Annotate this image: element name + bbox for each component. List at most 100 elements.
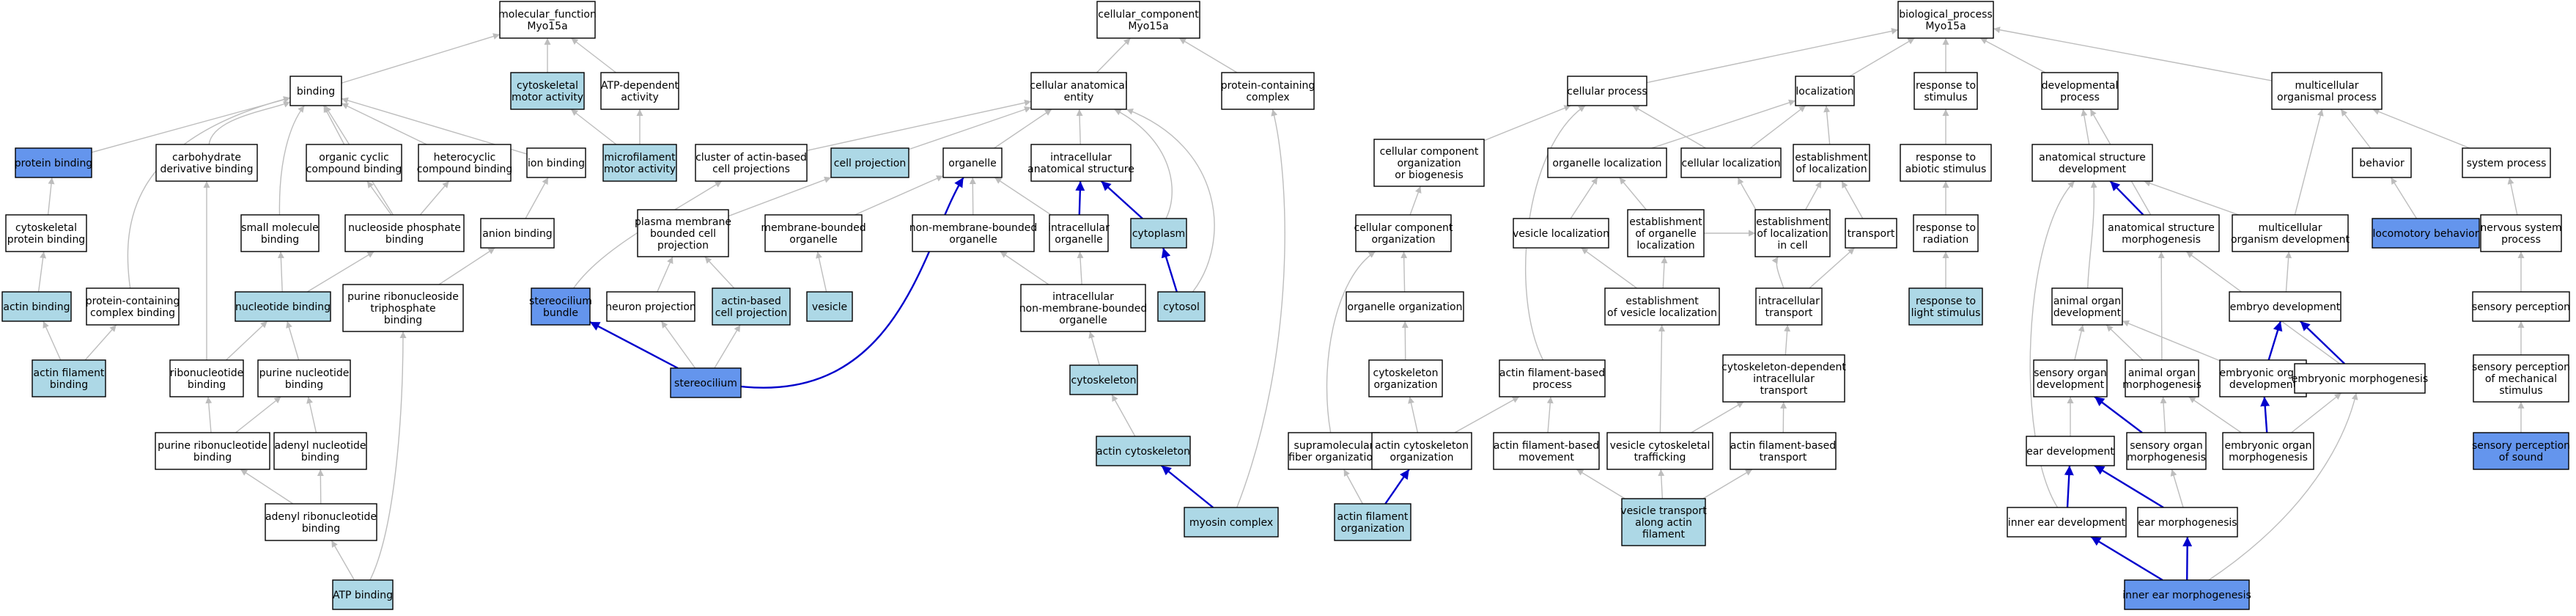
node-actin-cytoskeleton[interactable]: actin cytoskeleton xyxy=(1096,436,1191,466)
node-neuron-proj[interactable]: neuron projection xyxy=(605,291,696,322)
node-ear-dev[interactable]: ear development xyxy=(2026,436,2115,466)
node-localization[interactable]: localization xyxy=(1795,76,1855,106)
node-myosin-complex[interactable]: myosin complex xyxy=(1184,507,1279,538)
node-actin-binding[interactable]: actin binding xyxy=(1,291,72,322)
node-inner-ear-morph[interactable]: inner ear morphogenesis xyxy=(2122,579,2251,610)
node-embryo-dev[interactable]: embryo development xyxy=(2229,291,2341,322)
node-cytoskeleton[interactable]: cytoskeleton xyxy=(1069,364,1138,395)
node-organelle[interactable]: organelle xyxy=(942,147,1003,178)
node-ear-morph[interactable]: ear morphogenesis xyxy=(2137,507,2238,538)
node-vesicle-loc[interactable]: vesicle localization xyxy=(1513,218,1609,249)
node-intracell-nmb[interactable]: intracellularnon-membrane-boundedorganel… xyxy=(1019,284,1148,332)
node-cellular-loc[interactable]: cellular localization xyxy=(1680,147,1782,178)
node-cytoplasm[interactable]: cytoplasm xyxy=(1130,218,1187,249)
node-sensory-perception[interactable]: sensory perception xyxy=(2472,291,2570,322)
node-protein-binding[interactable]: protein binding xyxy=(15,147,92,178)
node-cytosol[interactable]: cytosol xyxy=(1157,291,1206,322)
node-locomotory[interactable]: locomotory behavior xyxy=(2372,218,2480,249)
node-organelle-loc[interactable]: organelle localization xyxy=(1547,147,1667,178)
node-vesicle[interactable]: vesicle xyxy=(806,291,853,322)
node-inner-ear-dev[interactable]: inner ear development xyxy=(2007,507,2127,538)
node-system-proc[interactable]: system process xyxy=(2462,147,2551,178)
node-organelle-org[interactable]: organelle organization xyxy=(1346,291,1464,322)
node-embryonic-morph[interactable]: embryonic morphogenesis xyxy=(2292,363,2428,394)
node-cell-proj[interactable]: cell projection xyxy=(830,147,909,178)
node-behavior[interactable]: behavior xyxy=(2352,147,2412,178)
node-nucleotide[interactable]: nucleotide binding xyxy=(235,291,331,322)
node-cell-proc[interactable]: cellular process xyxy=(1567,76,1647,106)
node-anion[interactable]: anion binding xyxy=(480,218,555,249)
node-cyto-dep-transport[interactable]: cytoskeleton-dependentintracellulartrans… xyxy=(1721,354,1846,403)
node-ion[interactable]: ion binding xyxy=(526,147,586,178)
node-transport[interactable]: transport xyxy=(1845,218,1897,249)
node-binding[interactable]: binding xyxy=(289,76,342,106)
node-stereocilium[interactable]: stereocilium xyxy=(670,367,742,398)
node-atp-binding[interactable]: ATP binding xyxy=(332,579,394,610)
